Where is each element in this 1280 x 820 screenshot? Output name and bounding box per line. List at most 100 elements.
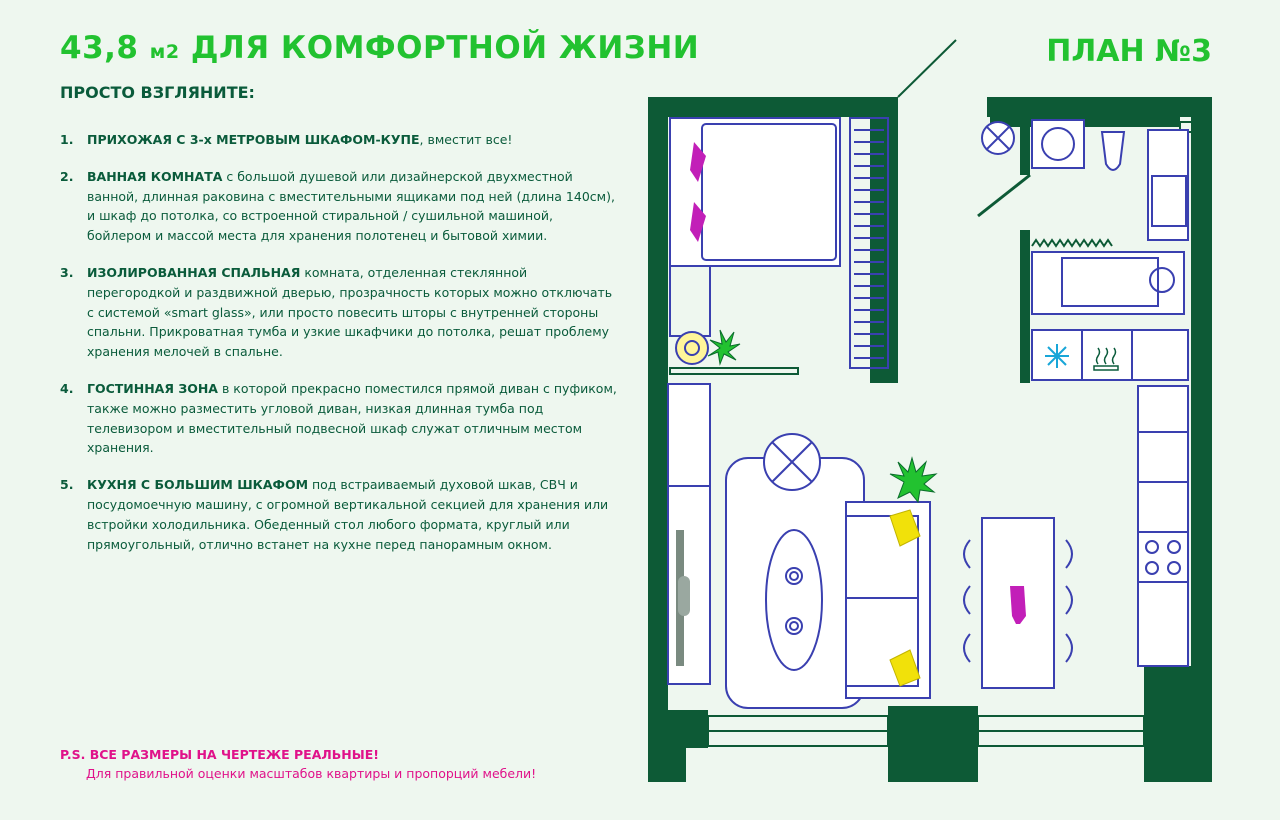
- wall-left: [648, 97, 668, 782]
- footnote-title: P.S. ВСЕ РАЗМЕРЫ НА ЧЕРТЕЖЕ РЕАЛЬНЫЕ!: [60, 747, 379, 762]
- bathroom-wall: [1020, 230, 1030, 383]
- snowflake-icon: [1045, 344, 1069, 368]
- pillows: [690, 142, 706, 242]
- feature-number: 2.: [60, 168, 74, 184]
- wall-top-right: [987, 97, 1212, 117]
- bathtub: [1031, 251, 1185, 315]
- plant-icon: [707, 329, 741, 366]
- entrance-door: [897, 39, 957, 98]
- lamp-icon: [675, 331, 709, 365]
- cushions: [889, 509, 921, 687]
- table-decor: [785, 567, 803, 635]
- feature-body: КУХНЯ С БОЛЬШИМ ШКАФОМ под встраиваемый …: [87, 475, 620, 554]
- wall-right: [1191, 97, 1212, 782]
- cabinet: [1131, 329, 1189, 381]
- dining: [963, 517, 1073, 689]
- feature-text: комната, отделенная стеклянной перегород…: [87, 264, 613, 360]
- wall-bottom-right: [1144, 666, 1212, 782]
- feature-item: 1. ПРИХОЖАЯ С 3-х МЕТРОВЫМ ШКАФОМ-КУПЕ, …: [60, 130, 620, 150]
- sofa-cushion: [845, 597, 919, 687]
- kitchen-cabinet: [1137, 481, 1189, 533]
- bathtub-inner: [1061, 257, 1159, 307]
- towel-heater: [1031, 238, 1113, 248]
- bathroom-wall-top: [1020, 115, 1030, 175]
- coffee-table: [765, 529, 823, 671]
- feature-number: 5.: [60, 477, 74, 493]
- feature-body: ПРИХОЖАЯ С 3-х МЕТРОВЫМ ШКАФОМ-КУПЕ, вме…: [87, 130, 512, 150]
- title-text: ДЛЯ КОМФОРТНОЙ ЖИЗНИ: [190, 30, 700, 66]
- feature-item: 3. ИЗОЛИРОВАННАЯ СПАЛЬНАЯ комната, отдел…: [60, 263, 620, 362]
- subtitle: ПРОСТО ВЗГЛЯНИТЕ:: [60, 83, 255, 102]
- feature-text: под встраиваемый духовой шкав, СВЧ и пос…: [87, 477, 609, 552]
- feature-title: ВАННАЯ КОМНАТА: [87, 168, 223, 184]
- vase-icon: [1010, 586, 1026, 624]
- windows: [707, 121, 1193, 747]
- feature-body: ГОСТИННАЯ ЗОНА в которой прекрасно помес…: [87, 379, 620, 458]
- feature-item: 4. ГОСТИННАЯ ЗОНА в которой прекрасно по…: [60, 379, 620, 458]
- handle: [678, 576, 690, 616]
- sliding-glass-door: [669, 367, 799, 375]
- bed: [669, 117, 841, 267]
- area-unit: м2: [149, 41, 180, 63]
- burner: [1145, 540, 1159, 554]
- feature-title: КУХНЯ С БОЛЬШИМ ШКАФОМ: [87, 477, 309, 493]
- feature-text: , вместит все!: [419, 132, 513, 147]
- toilet-icon: [1100, 131, 1126, 171]
- lamp-center: [684, 340, 700, 356]
- bathroom: [981, 119, 1189, 315]
- burner: [1145, 561, 1159, 575]
- feature-list: 1. ПРИХОЖАЯ С 3-х МЕТРОВЫМ ШКАФОМ-КУПЕ, …: [60, 130, 620, 571]
- bath-drain: [1149, 267, 1175, 293]
- feature-number: 3.: [60, 264, 74, 280]
- footnote: P.S. ВСЕ РАЗМЕРЫ НА ЧЕРТЕЖЕ РЕАЛЬНЫЕ! Дл…: [60, 747, 536, 781]
- blanket: [701, 123, 837, 261]
- kitchen-cabinet: [1137, 431, 1189, 483]
- burner: [1167, 540, 1181, 554]
- burner: [1167, 561, 1181, 575]
- chair: [963, 539, 971, 569]
- cushion: [889, 509, 921, 547]
- dining-table: [981, 517, 1055, 689]
- feature-body: ВАННАЯ КОМНАТА с большой душевой или диз…: [87, 167, 620, 246]
- plant-icon: [889, 456, 938, 504]
- sink-basin: [1151, 175, 1187, 227]
- hall-cabinet: [667, 485, 711, 685]
- column-bottom: [888, 706, 978, 782]
- pillow: [690, 202, 706, 242]
- chair: [963, 585, 971, 615]
- bathroom-door: [977, 173, 1031, 218]
- chair: [963, 633, 971, 663]
- feature-item: 2. ВАННАЯ КОМНАТА с большой душевой или …: [60, 167, 620, 246]
- feature-text: с большой душевой или дизайнерской двухм…: [87, 168, 615, 244]
- wall-bottom-left: [648, 748, 686, 782]
- plan-label: ПЛАН №3: [1046, 34, 1212, 69]
- wardrobe: [849, 117, 889, 369]
- bedside-cabinet: [669, 265, 711, 337]
- feature-number: 4.: [60, 380, 74, 396]
- wall-corner-left: [648, 710, 708, 748]
- area-value: 43,8: [60, 30, 139, 66]
- washing-drum: [1041, 127, 1075, 161]
- wall-top-left: [648, 97, 898, 117]
- feature-title: ИЗОЛИРОВАННАЯ СПАЛЬНАЯ: [87, 264, 301, 280]
- hall-wardrobe: [667, 383, 711, 487]
- footnote-text: Для правильной оценки масштабов квартиры…: [86, 766, 537, 781]
- feature-body: ИЗОЛИРОВАННАЯ СПАЛЬНАЯ комната, отделенн…: [87, 263, 620, 362]
- feature-item: 5. КУХНЯ С БОЛЬШИМ ШКАФОМ под встраиваем…: [60, 475, 620, 554]
- cushion: [889, 649, 921, 687]
- feature-text: в которой прекрасно поместился прямой ди…: [87, 380, 617, 456]
- heat-icon: [1093, 347, 1119, 371]
- floor-plan: [648, 39, 1212, 782]
- wardrobe-hangers: [854, 129, 884, 359]
- page-title: 43,8 м2 ДЛЯ КОМФОРТНОЙ ЖИЗНИ: [60, 30, 699, 66]
- feature-title: ПРИХОЖАЯ С 3-х МЕТРОВЫМ ШКАФОМ-КУПЕ: [87, 132, 420, 147]
- kitchen: [1031, 329, 1189, 667]
- hall: [667, 383, 711, 685]
- chair: [1065, 633, 1073, 663]
- pillow: [690, 142, 706, 182]
- chair: [1065, 539, 1073, 569]
- chair: [1065, 585, 1073, 615]
- feature-number: 1.: [60, 132, 74, 147]
- kitchen-sink: [1137, 385, 1189, 433]
- kitchen-cabinet: [1137, 581, 1189, 667]
